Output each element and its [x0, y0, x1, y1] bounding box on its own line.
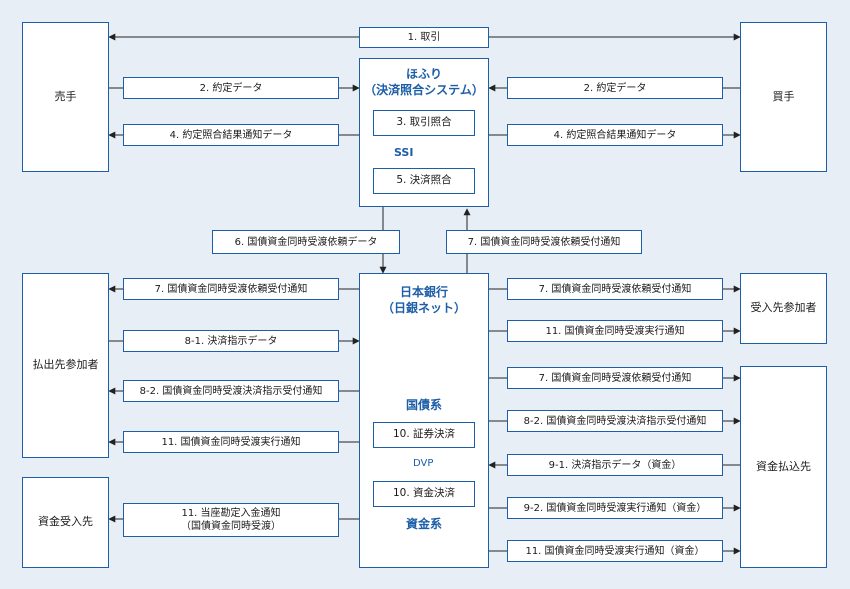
boj-box: [359, 273, 489, 568]
flow-label-payer-7: 7. 国債資金同時受渡依頼受付通知: [507, 367, 723, 389]
boj-title: 日本銀行（日銀ネット）: [381, 285, 466, 316]
dvp-label: DVP: [413, 458, 434, 469]
funds-payer-label: 資金払込先: [756, 459, 811, 473]
flow-label-dvp-request: 6. 国債資金同時受渡依頼データ: [212, 230, 400, 254]
flow-label-seller-match-result: 4. 約定照合結果通知データ: [123, 124, 339, 146]
flow-label-receiver-7: 7. 国債資金同時受渡依頼受付通知: [507, 278, 723, 300]
funds-settlement-box: 10. 資金決済: [373, 481, 475, 507]
buyer-box: 買手: [740, 22, 827, 172]
flow-label-left-82: 8-2. 国債資金同時受渡決済指示受付通知: [123, 380, 339, 402]
flow-label-dvp-ack-top: 7. 国債資金同時受渡依頼受付通知: [446, 230, 642, 254]
seller-box: 売手: [22, 22, 109, 172]
flow-label-funds-recipient: 11. 当座勘定入金通知（国債資金同時受渡）: [123, 503, 339, 537]
delivering-participant-box: 払出先参加者: [22, 273, 109, 458]
flow-label-left-11: 11. 国債資金同時受渡実行通知: [123, 431, 339, 453]
flow-label-trade: 1. 取引: [359, 27, 489, 48]
funds-payer-box: 資金払込先: [740, 366, 827, 568]
flow-label-receiver-11: 11. 国債資金同時受渡実行通知: [507, 320, 723, 342]
ssi-label: SSI: [394, 146, 414, 159]
flow-label-buyer-match-result: 4. 約定照合結果通知データ: [507, 124, 723, 146]
funds-recipient-label: 資金受入先: [38, 515, 93, 529]
funds-system-label: 資金系: [405, 517, 442, 531]
flow-label-payer-82: 8-2. 国債資金同時受渡決済指示受付通知: [507, 410, 723, 432]
flow-label-seller-contract: 2. 約定データ: [123, 77, 339, 99]
jgb-system-label: 国債系: [405, 398, 442, 412]
flow-label-payer-92: 9-2. 国債資金同時受渡実行通知（資金）: [507, 497, 723, 519]
flow-label-left-7: 7. 国債資金同時受渡依頼受付通知: [123, 278, 339, 300]
receiving-participant-box: 受入先参加者: [740, 273, 827, 344]
seller-label: 売手: [54, 89, 77, 103]
settle-match-box: 5. 決済照合: [373, 168, 475, 194]
securities-settlement-box: 10. 証券決済: [373, 422, 475, 448]
funds-recipient-box: 資金受入先: [22, 477, 109, 568]
flow-label-payer-11: 11. 国債資金同時受渡実行通知（資金）: [507, 540, 723, 562]
flow-label-payer-91: 9-1. 決済指示データ（資金）: [507, 454, 723, 476]
receiving-participant-label: 受入先参加者: [750, 301, 817, 315]
delivering-participant-label: 払出先参加者: [32, 358, 99, 372]
buyer-label: 買手: [772, 89, 795, 103]
flow-label-buyer-contract: 2. 約定データ: [507, 77, 723, 99]
flow-label-left-81: 8-1. 決済指示データ: [123, 330, 339, 352]
trade-match-box: 3. 取引照合: [373, 110, 475, 136]
hofuri-title: ほふり（決済照合システム）: [364, 67, 484, 98]
